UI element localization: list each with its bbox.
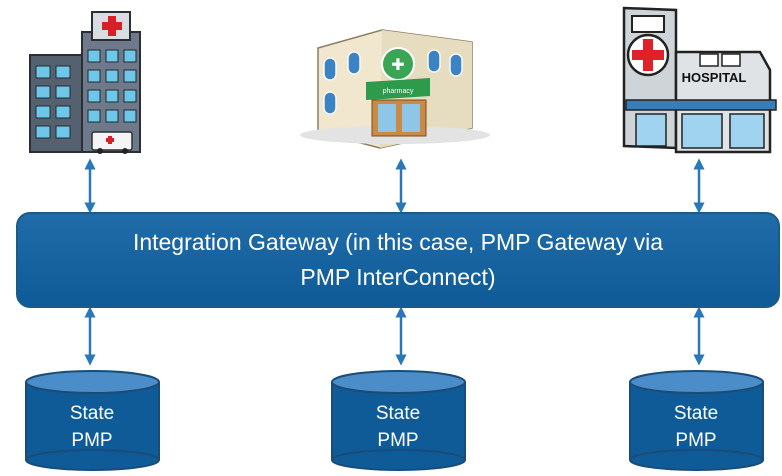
database-label-line1: State	[673, 403, 719, 424]
database-label-2: State PMP	[343, 400, 453, 454]
database-icon	[25, 370, 160, 471]
database-label-1: State PMP	[37, 400, 147, 454]
database-label-line1: State	[69, 403, 115, 424]
svg-text:✚: ✚	[391, 57, 404, 74]
database-icon	[331, 370, 466, 471]
pharmacy-sign: pharmacy	[383, 88, 414, 95]
hospital-building-icon	[29, 11, 141, 154]
database-label-line2: PMP	[675, 430, 717, 451]
hospital-icon: HOSPITAL	[622, 6, 777, 154]
database-label-line1: State	[375, 403, 421, 424]
database-label-line2: PMP	[71, 430, 113, 451]
integration-gateway-box: Integration Gateway (in this case, PMP G…	[16, 212, 780, 308]
pharmacy-icon: ✚ pharmacy	[300, 29, 490, 149]
gateway-label-line2: PMP InterConnect)	[300, 264, 496, 290]
database-label-line2: PMP	[377, 430, 419, 451]
gateway-label-line1: Integration Gateway (in this case, PMP G…	[132, 229, 664, 255]
database-label-3: State PMP	[641, 400, 751, 454]
database-icon	[629, 370, 764, 471]
hospital-sign: HOSPITAL	[682, 70, 747, 85]
